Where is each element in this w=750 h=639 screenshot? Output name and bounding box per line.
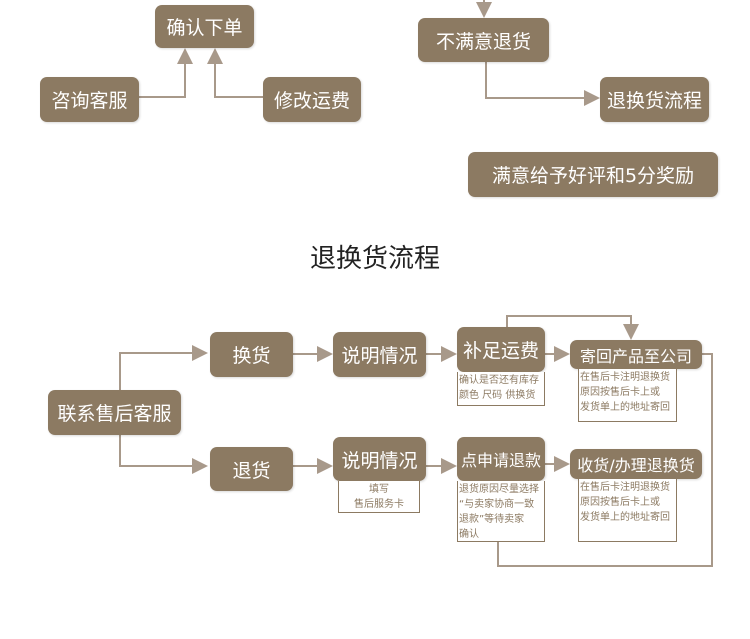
apply-refund-note: 退货原因尽量选择 “与卖家协商一致 退款”等待卖家 确认 [457,481,545,542]
explain-return-node: 说明情况 [333,437,426,481]
modify-shipping-node: 修改运费 [263,77,361,122]
receive-process-node: 收货/办理退换货 [570,449,702,479]
contact-service-node: 联系售后客服 [48,390,181,435]
satisfied-review-node: 满意给予好评和5分奖励 [468,152,718,197]
explain-return-note: 填写 售后服务卡 [338,481,420,513]
return-node: 退货 [210,447,293,491]
send-back-node: 寄回产品至公司 [570,340,702,369]
pay-shipping-node: 补足运费 [457,327,545,372]
send-back-note: 在售后卡注明退换货 原因按售后卡上或 发货单上的地址寄回 [578,369,677,422]
consult-service-node: 咨询客服 [40,77,139,122]
return-exchange-flow-node: 退换货流程 [600,77,709,122]
receive-process-note: 在售后卡注明退换货 原因按售后卡上或 发货单上的地址寄回 [578,479,677,542]
confirm-order-node: 确认下单 [155,5,254,48]
exchange-node: 换货 [210,332,293,377]
explain-exchange-node: 说明情况 [333,332,426,377]
unsatisfied-return-node: 不满意退货 [418,18,549,62]
apply-refund-node: 点申请退款 [457,437,545,481]
section-title: 退换货流程 [309,244,440,274]
pay-shipping-note: 确认是否还有库存 颜色 尺码 供换货 [457,372,545,406]
